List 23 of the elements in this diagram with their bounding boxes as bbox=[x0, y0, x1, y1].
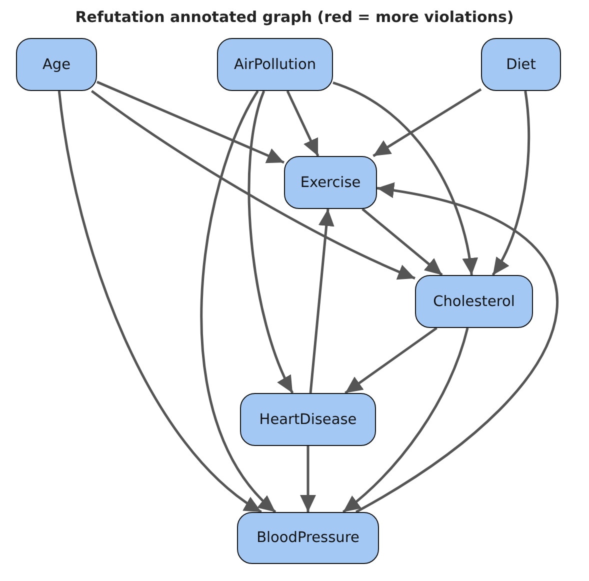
arrow bbox=[58, 90, 262, 514]
node-box: HeartDisease bbox=[240, 393, 376, 446]
arrow bbox=[355, 183, 558, 514]
arrow bbox=[286, 90, 320, 157]
node-box: Exercise bbox=[284, 156, 377, 209]
node-box: AirPollution bbox=[217, 38, 333, 91]
node-box: Age bbox=[16, 38, 97, 91]
arrow bbox=[90, 90, 416, 280]
arrow bbox=[96, 80, 284, 164]
arrow bbox=[248, 90, 294, 394]
arrow bbox=[492, 90, 530, 276]
arrow bbox=[309, 208, 334, 394]
diagram-title: Refutation annotated graph (red = more violations) bbox=[74, 8, 515, 26]
arrow bbox=[362, 208, 443, 276]
arrow bbox=[332, 82, 478, 276]
arrow bbox=[342, 328, 469, 513]
node-box: Cholesterol bbox=[415, 275, 533, 328]
arrow bbox=[200, 90, 276, 513]
arrow bbox=[372, 88, 482, 158]
arrow bbox=[300, 446, 316, 512]
node-box: Diet bbox=[481, 38, 561, 91]
arrow bbox=[344, 326, 438, 394]
node-box: BloodPressure bbox=[237, 512, 379, 564]
